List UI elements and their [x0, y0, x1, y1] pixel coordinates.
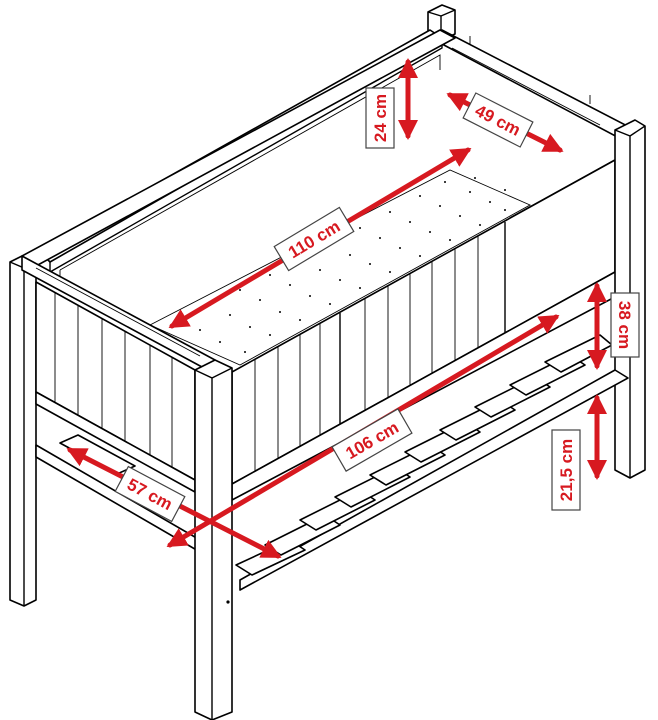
label-height-box: 24 cm	[365, 87, 395, 149]
label-height-shelf-gap-text: 38 cm	[615, 301, 634, 349]
label-height-shelf-text: 21,5 cm	[557, 439, 576, 501]
label-length-inner: 110 cm	[273, 206, 355, 272]
label-height-box-text: 24 cm	[371, 94, 390, 142]
label-height-shelf-gap: 38 cm	[610, 292, 640, 358]
label-width-inner: 49 cm	[462, 92, 534, 148]
label-height-shelf: 21,5 cm	[551, 429, 581, 511]
planter-frame	[9, 4, 646, 720]
